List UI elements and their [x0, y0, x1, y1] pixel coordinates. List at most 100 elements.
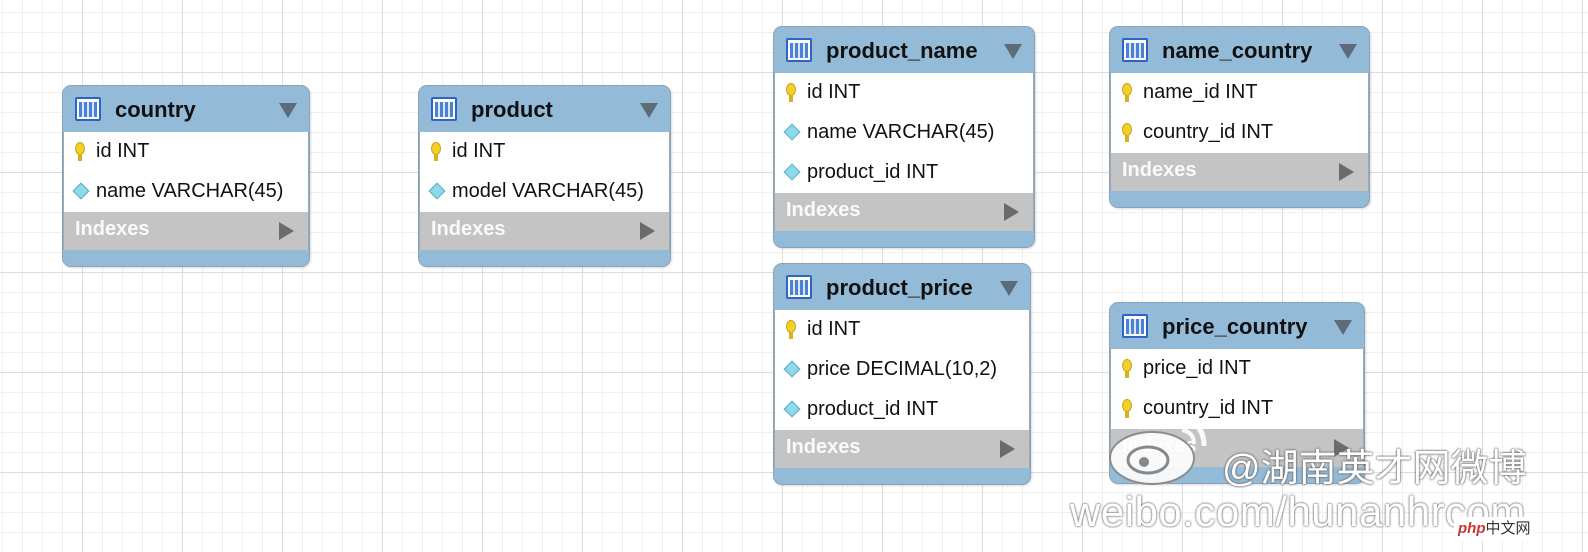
table-name: name_country: [1162, 38, 1313, 63]
indexes-section[interactable]: Indexes: [1110, 153, 1369, 191]
table-country[interactable]: country id INT name VARCHAR(45) Indexes: [62, 85, 310, 267]
collapse-triangle-icon[interactable]: [1334, 320, 1352, 335]
expand-arrow-icon[interactable]: [1000, 440, 1015, 458]
watermark-handle: @湖南英才网微博: [1222, 448, 1527, 490]
site-badge: php中文网: [1454, 517, 1535, 541]
column-diamond-icon: [72, 182, 90, 200]
column-list: id INT name VARCHAR(45) product_id INT: [774, 73, 1034, 193]
indexes-label: Indexes: [786, 436, 861, 458]
column-row[interactable]: id INT: [775, 73, 1033, 113]
primary-key-icon: [75, 142, 85, 161]
column-diamond-icon: [783, 163, 801, 181]
primary-key-icon: [786, 320, 796, 339]
table-product[interactable]: product id INT model VARCHAR(45) Indexes: [418, 85, 671, 267]
table-product-name[interactable]: product_name id INT name VARCHAR(45) pro…: [773, 26, 1035, 248]
indexes-label: Indexes: [786, 199, 861, 221]
column-diamond-icon: [783, 123, 801, 141]
table-icon: [75, 97, 101, 121]
column-label: id INT: [96, 140, 150, 162]
badge-php: php: [1458, 520, 1486, 537]
collapse-triangle-icon[interactable]: [1004, 44, 1022, 59]
table-name: product_price: [826, 275, 973, 300]
column-row[interactable]: price_id INT: [1111, 349, 1363, 389]
indexes-section[interactable]: Indexes: [774, 193, 1034, 231]
table-header[interactable]: product: [419, 86, 670, 132]
table-name: price_country: [1162, 314, 1308, 339]
indexes-section[interactable]: Indexes: [419, 212, 670, 250]
column-label: id INT: [807, 318, 861, 340]
column-row[interactable]: price DECIMAL(10,2): [775, 350, 1029, 390]
table-footer: [419, 250, 670, 266]
table-icon: [786, 275, 812, 299]
column-label: product_id INT: [807, 398, 939, 420]
table-footer: [63, 250, 309, 266]
indexes-label: Indexes: [75, 218, 150, 240]
column-label: price_id INT: [1143, 357, 1251, 379]
indexes-section[interactable]: Indexes: [63, 212, 309, 250]
indexes-label: Indexes: [431, 218, 506, 240]
column-row[interactable]: id INT: [420, 132, 669, 172]
collapse-triangle-icon[interactable]: [279, 103, 297, 118]
expand-arrow-icon[interactable]: [1004, 203, 1019, 221]
column-row[interactable]: id INT: [64, 132, 308, 172]
column-row[interactable]: product_id INT: [775, 390, 1029, 430]
table-header[interactable]: country: [63, 86, 309, 132]
watermark-url: weibo.com/hunanhrcom: [1070, 488, 1526, 535]
column-row[interactable]: name VARCHAR(45): [775, 113, 1033, 153]
weibo-logo-icon: [1109, 417, 1207, 485]
column-diamond-icon: [783, 360, 801, 378]
column-list: id INT name VARCHAR(45): [63, 132, 309, 212]
column-label: model VARCHAR(45): [452, 180, 644, 202]
table-header[interactable]: price_country: [1110, 303, 1364, 349]
column-row[interactable]: country_id INT: [1111, 113, 1368, 153]
primary-key-icon: [1122, 123, 1132, 142]
table-name-country[interactable]: name_country name_id INT country_id INT …: [1109, 26, 1370, 208]
column-label: id INT: [807, 81, 861, 103]
table-name: product: [471, 97, 553, 122]
column-list: price_id INT country_id INT: [1110, 349, 1364, 429]
column-label: country_id INT: [1143, 121, 1274, 143]
indexes-section[interactable]: Indexes: [774, 430, 1030, 468]
expand-arrow-icon[interactable]: [1334, 439, 1349, 457]
expand-arrow-icon[interactable]: [640, 222, 655, 240]
column-row[interactable]: name_id INT: [1111, 73, 1368, 113]
column-list: name_id INT country_id INT: [1110, 73, 1369, 153]
expand-arrow-icon[interactable]: [279, 222, 294, 240]
table-footer: [774, 231, 1034, 247]
table-header[interactable]: name_country: [1110, 27, 1369, 73]
column-label: product_id INT: [807, 161, 939, 183]
column-list: id INT price DECIMAL(10,2) product_id IN…: [774, 310, 1030, 430]
expand-arrow-icon[interactable]: [1339, 163, 1354, 181]
table-header[interactable]: product_name: [774, 27, 1034, 73]
indexes-label: Indexes: [1122, 159, 1197, 181]
column-row[interactable]: product_id INT: [775, 153, 1033, 193]
primary-key-icon: [1122, 399, 1132, 418]
table-product-price[interactable]: product_price id INT price DECIMAL(10,2)…: [773, 263, 1031, 485]
column-diamond-icon: [783, 400, 801, 418]
table-header[interactable]: product_price: [774, 264, 1030, 310]
primary-key-icon: [786, 83, 796, 102]
column-row[interactable]: id INT: [775, 310, 1029, 350]
column-row[interactable]: country_id INT: [1111, 389, 1363, 429]
table-icon: [431, 97, 457, 121]
collapse-triangle-icon[interactable]: [1000, 281, 1018, 296]
column-label: id INT: [452, 140, 506, 162]
table-name: country: [115, 97, 196, 122]
table-icon: [1122, 38, 1148, 62]
table-name: product_name: [826, 38, 978, 63]
column-diamond-icon: [428, 182, 446, 200]
column-list: id INT model VARCHAR(45): [419, 132, 670, 212]
primary-key-icon: [431, 142, 441, 161]
table-icon: [1122, 314, 1148, 338]
column-label: price DECIMAL(10,2): [807, 358, 998, 380]
column-row[interactable]: model VARCHAR(45): [420, 172, 669, 212]
primary-key-icon: [1122, 83, 1132, 102]
column-label: name VARCHAR(45): [96, 180, 284, 202]
collapse-triangle-icon[interactable]: [640, 103, 658, 118]
collapse-triangle-icon[interactable]: [1339, 44, 1357, 59]
table-footer: [774, 468, 1030, 484]
column-label: name VARCHAR(45): [807, 121, 995, 143]
column-label: name_id INT: [1143, 81, 1258, 103]
column-row[interactable]: name VARCHAR(45): [64, 172, 308, 212]
primary-key-icon: [1122, 359, 1132, 378]
